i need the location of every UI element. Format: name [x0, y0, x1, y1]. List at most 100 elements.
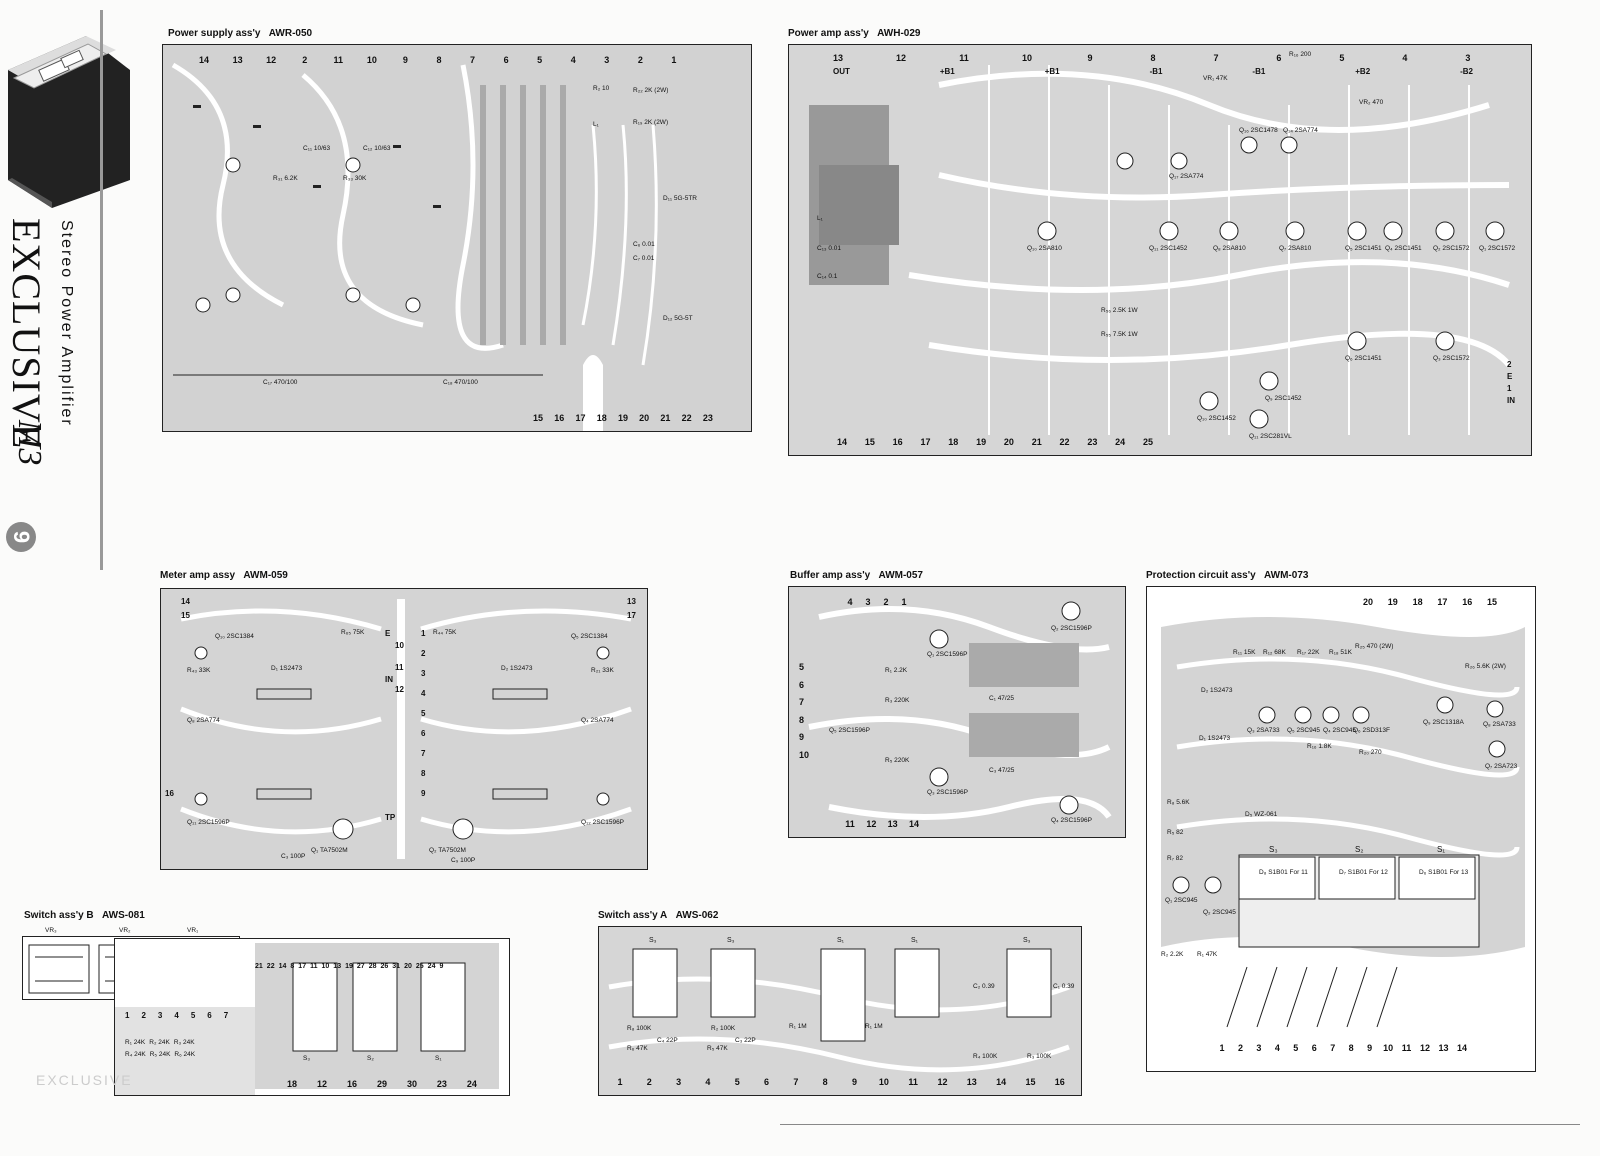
pin: 18 [948, 437, 959, 447]
pin: 7 [799, 697, 805, 707]
pin: 6 [764, 1077, 770, 1087]
pin: 13 [1438, 1043, 1449, 1053]
component-label: R₅ 24K [149, 1051, 171, 1058]
pin: 28 [368, 963, 377, 970]
component-label: Q₁₁ 2SC1596P [187, 819, 230, 826]
component-label: R₁₆ 1.8K [1307, 743, 1332, 750]
component-label: R₁₆ 200 [1289, 51, 1312, 58]
pin: 3 [865, 597, 871, 607]
pin: 4 [570, 55, 576, 65]
component-label: R₇ 82 [1167, 855, 1183, 862]
pin: 23 [436, 1079, 447, 1089]
buffer-amp-board: 4 3 2 1 5 6 7 8 9 10 11 12 13 14 Q₁ 2SC1… [788, 586, 1126, 838]
pin: 16 [892, 437, 903, 447]
component-label: C₃ 100P [281, 853, 306, 860]
pin: 23 [1087, 437, 1098, 447]
pin: 20 [639, 413, 650, 423]
pin: 20 [1363, 597, 1374, 607]
component-label: VR₂ 470 [1359, 99, 1384, 106]
component-label: Q₁₁ 2SC1452 [1149, 245, 1188, 252]
pin: 11 [1401, 1043, 1412, 1053]
component-label: R₄ 100K [973, 1053, 998, 1060]
component-label: R₅₅ 7.5K 1W [1101, 331, 1138, 338]
component-label: R₈ 5.6K [1167, 799, 1190, 806]
pin: 12 [395, 685, 404, 694]
switch-b-column-pins: 21 22 14 8 17 11 10 13 19 27 28 26 31 20… [255, 963, 505, 970]
pin: 12 [266, 55, 277, 65]
pin: 10 [321, 963, 330, 970]
power-supply-traces [163, 45, 751, 431]
pin: 10 [799, 749, 810, 760]
pin: 24 [1115, 437, 1126, 447]
switch-a-traces [599, 927, 1081, 1095]
pin: 2 [302, 55, 308, 65]
pin: 5 [799, 662, 805, 672]
component-label: Q₁₁ 2SC281VL [1249, 433, 1292, 440]
pin: 26 [380, 963, 389, 970]
component-label: Q₆ 2SC1451 [1345, 355, 1382, 362]
power-amp-board: 13 12 11 10 9 8 7 6 5 4 3 OUT +B1 +B1 -B… [788, 44, 1532, 456]
pin: 14 [181, 597, 190, 606]
switch-b-label: Switch ass'y B AWS-081 [24, 910, 145, 921]
pin: 20 [1003, 437, 1014, 447]
pin: 16 [346, 1079, 357, 1089]
pin: 3 [421, 669, 426, 678]
component-label: R₆ 47K [627, 1045, 648, 1052]
pin: E [1507, 372, 1513, 381]
component-label: C₇ 0.01 [633, 255, 655, 262]
pin: 13 [966, 1077, 977, 1087]
component-label: D₁ 1S2473 [271, 665, 303, 672]
pin: 14 [996, 1077, 1007, 1087]
relay-diode-label: D₈ S1B01 For 11 [1259, 869, 1308, 876]
pin: 12 [896, 53, 907, 63]
pin: 30 [406, 1079, 417, 1089]
pin: 16 [1462, 597, 1473, 607]
pin: 2 [637, 55, 643, 65]
pin: TP [385, 813, 396, 822]
pin: 6 [503, 55, 509, 65]
pin-label: +B2 [1355, 67, 1371, 76]
pin: 9 [1367, 1043, 1373, 1053]
switch-a-bottom-pins: 1 2 3 4 5 6 7 8 9 10 11 12 13 14 15 16 [615, 1077, 1065, 1087]
pin: 1 [671, 55, 677, 65]
pin-label: +B1 [1044, 67, 1060, 76]
component-label: VR₁ 47K [1203, 75, 1228, 82]
pin: IN [385, 675, 393, 684]
power-amp-label: Power amp ass'y AWH-029 [788, 28, 921, 39]
component-label: R₁ 47K [1197, 951, 1218, 958]
power-amp-side-pins: 2 E 1 IN [1507, 359, 1515, 407]
component-label: C₉ 100P [451, 857, 476, 864]
pin: 2 [883, 597, 889, 607]
switch-b-traces [115, 939, 509, 1095]
model-name: M3 [11, 420, 48, 466]
pin: 8 [1348, 1043, 1354, 1053]
buffer-bottom-pins: 11 12 13 14 [845, 819, 919, 829]
pin: 12 [937, 1077, 948, 1087]
pin: 11 [908, 1077, 918, 1087]
protection-label: Protection circuit ass'y AWM-073 [1146, 570, 1309, 581]
pin: 27 [356, 963, 365, 970]
pin: 11 [333, 55, 344, 65]
pin-label: +B1 [939, 67, 955, 76]
product-name: Stereo Power Amplifier [58, 220, 75, 427]
pin: 3 [157, 1011, 163, 1020]
component-label: Q₁₄ 2SA774 [1283, 127, 1318, 134]
page-bottom-rule [780, 1124, 1580, 1125]
component-label: Q₂ 2SC945 [1203, 909, 1236, 916]
component-label: R₄₃ 33K [187, 667, 211, 674]
pin: 9 [1087, 53, 1093, 63]
component-label: R₆ 24K [174, 1051, 196, 1058]
component-label: R₁₉ 2K (2W) [633, 119, 669, 126]
component-label: C₁₃ 0.01 [817, 245, 841, 252]
pin: 13 [887, 819, 898, 829]
component-label: C₁₁ 10/63 [303, 145, 331, 152]
pin: 11 [310, 963, 318, 970]
component-label: Q₄ 2SC1451 [1385, 245, 1422, 252]
power-supply-board: 14 13 12 2 11 10 9 8 7 6 5 4 3 2 1 15 16… [162, 44, 752, 432]
switch-b-resistors-2: R₄ 24K R₅ 24K R₆ 24K [125, 1051, 195, 1058]
component-label: Q₃ 2SC1572 [1433, 355, 1470, 362]
pin: 6 [799, 679, 805, 690]
component-label: D₅ WZ-061 [1245, 811, 1278, 818]
pin: 2 [646, 1077, 652, 1087]
pin: 14 [1456, 1043, 1467, 1053]
